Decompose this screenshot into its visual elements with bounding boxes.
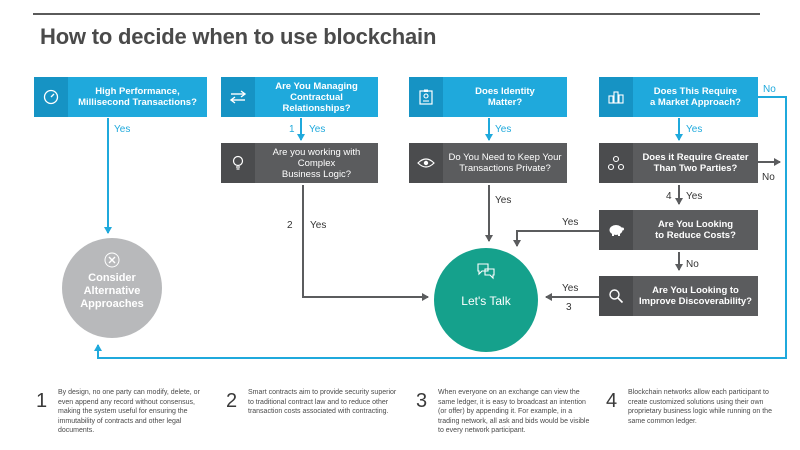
footnote-number: 2 <box>226 390 238 412</box>
outcome-label: Consider Alternative Approaches <box>80 272 144 310</box>
outcome-label: Let's Talk <box>461 294 511 308</box>
page-title: How to decide when to use blockchain <box>40 24 437 49</box>
edge-label-yes: Yes <box>114 124 131 135</box>
edge-label-yes: Yes <box>562 217 579 228</box>
footnote-number: 4 <box>606 390 618 412</box>
footnote-text: When everyone on an exchange can view th… <box>438 389 590 434</box>
subquestion-label: Are you working with Complex Business Lo… <box>272 146 361 180</box>
close-icon <box>104 252 120 268</box>
subquestion-label: Are You Looking to Improve Discoverabili… <box>639 285 752 307</box>
edge-s1-talk <box>302 185 429 301</box>
question-label: Does Identity Matter? <box>475 86 535 108</box>
buildings-icon <box>599 77 633 117</box>
footnote-text: Smart contracts aim to provide security … <box>248 389 397 415</box>
subquestion-label: Does it Require Greater Than Two Parties… <box>642 152 749 174</box>
edge-label-no: No <box>763 84 776 95</box>
edge-label-yes: Yes <box>562 283 579 294</box>
edge-q4-no-loop <box>94 96 787 359</box>
edge-label-no: No <box>686 259 699 270</box>
edge-label-number: 4 <box>666 191 672 202</box>
outcome-lets-talk: Let's Talk <box>434 248 538 352</box>
subquestion-label: Are You Looking to Reduce Costs? <box>655 219 736 241</box>
question-high-performance: High Performance, Millisecond Transactio… <box>34 77 207 117</box>
question-contractual: Are You Managing Contractual Relationshi… <box>221 77 378 117</box>
footnote-text: Blockchain networks allow each participa… <box>628 389 772 425</box>
piggy-bank-icon <box>599 210 633 250</box>
question-label: Does This Require a Market Approach? <box>650 86 741 108</box>
footnote-number: 1 <box>36 390 48 412</box>
people-network-icon <box>599 143 633 183</box>
lightbulb-icon <box>221 143 255 183</box>
subquestion-reduce-costs: Are You Looking to Reduce Costs? <box>599 210 758 250</box>
footnote-number: 3 <box>416 390 428 412</box>
magnifier-icon <box>599 276 633 316</box>
edge-label-yes: Yes <box>686 191 703 202</box>
title-rule <box>33 13 760 15</box>
edge-label-yes: Yes <box>310 220 327 231</box>
edge-label-yes: Yes <box>495 124 512 135</box>
edge-label-yes: Yes <box>495 195 512 206</box>
eye-icon <box>409 143 443 183</box>
footnote-text: By design, no one party can modify, dele… <box>58 389 200 434</box>
edge-label-number: 2 <box>287 220 293 231</box>
subquestion-label: Do You Need to Keep Your Transactions Pr… <box>448 152 562 174</box>
question-label: Are You Managing Contractual Relationshi… <box>275 80 358 114</box>
question-identity: Does Identity Matter? <box>409 77 567 117</box>
edge-label-number: 1 <box>289 124 295 135</box>
subquestion-two-parties: Does it Require Greater Than Two Parties… <box>599 143 758 183</box>
question-market-approach: Does This Require a Market Approach? <box>599 77 758 117</box>
outcome-consider-alternatives: Consider Alternative Approaches <box>62 238 162 338</box>
chat-bubbles-icon <box>477 263 495 280</box>
subquestion-discoverability: Are You Looking to Improve Discoverabili… <box>599 276 758 316</box>
id-badge-icon <box>409 77 443 117</box>
edge-label-yes: Yes <box>309 124 326 135</box>
edge-label-no: No <box>762 172 775 183</box>
gauge-icon <box>34 77 68 117</box>
edge-label-yes: Yes <box>686 124 703 135</box>
question-label: High Performance, Millisecond Transactio… <box>78 86 197 108</box>
subquestion-private-transactions: Do You Need to Keep Your Transactions Pr… <box>409 143 567 183</box>
exchange-arrows-icon <box>221 77 255 117</box>
edge-s4-talk <box>513 230 599 247</box>
edge-label-number: 3 <box>566 302 572 313</box>
subquestion-complex-logic: Are you working with Complex Business Lo… <box>221 143 378 183</box>
